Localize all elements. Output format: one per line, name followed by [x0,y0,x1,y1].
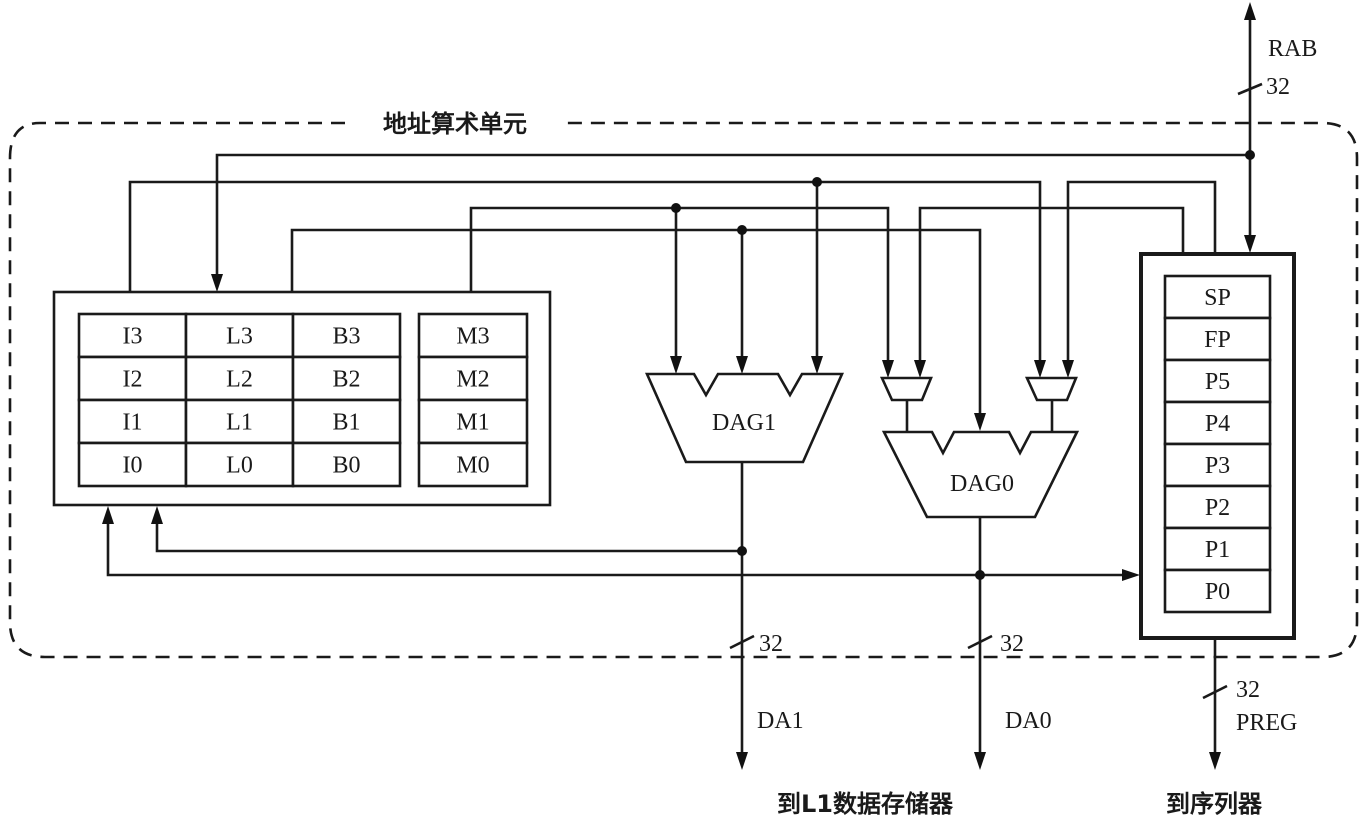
arrow-icon [914,360,926,378]
arrow-icon [670,356,682,374]
register-cell [417,355,529,402]
register-cell [417,398,529,445]
da0-label: DA0 [1005,708,1052,734]
register-name: I0 [123,453,143,479]
junction-dot [975,570,985,580]
wire-dag1-feedback [155,515,742,553]
register-name: B3 [332,324,360,350]
register-name: SP [1204,285,1231,311]
register-cell [77,441,188,488]
rab-up-arrow-icon [1244,2,1256,20]
preg-label: PREG [1236,710,1297,736]
register-cell [291,441,402,488]
arrow-icon [1062,360,1074,378]
register-cell [184,398,295,445]
arrow-icon [974,413,986,431]
wire-preg-to-mux-right [1066,180,1217,370]
junction-dot [1245,150,1255,160]
dag0-adder [881,430,1080,519]
register-cell [417,312,529,359]
dag1-label: DAG1 [712,410,776,436]
register-name: B2 [332,367,360,393]
arrow-icon [1034,360,1046,378]
register-cell [417,441,529,488]
arrow-into-preg-icon [1122,569,1140,581]
register-name: L1 [226,410,253,436]
wire-dag0-feedback [106,515,1130,577]
mux-right [1024,376,1078,402]
da1-width: 32 [759,631,783,657]
junction-dot [737,546,747,556]
register-name: P4 [1205,411,1230,437]
rab-down-arrow-icon [1244,235,1256,253]
register-name: L2 [226,367,253,393]
register-name: P1 [1205,537,1230,563]
register-cell [1163,526,1272,572]
register-cell [1163,274,1272,320]
register-cell [77,355,188,402]
dag1-adder [645,372,844,464]
register-cell [184,441,295,488]
register-name: M3 [456,324,489,350]
junction-dot [671,203,681,213]
register-cell [291,355,402,402]
rab-width: 32 [1266,74,1290,100]
register-name: B1 [332,410,360,436]
arrow-into-ilb-icon [211,274,223,292]
arrow-icon [102,506,114,524]
preg-width: 32 [1236,677,1260,703]
register-name: FP [1204,327,1231,353]
register-cell [291,312,402,359]
dag0-label: DAG0 [950,471,1014,497]
register-cell [1163,484,1272,530]
register-name: P5 [1205,369,1230,395]
arrow-icon [811,356,823,374]
register-name: P0 [1205,579,1230,605]
da1-width-slash [729,634,755,650]
register-cell [1163,568,1272,614]
rab-width-slash [1237,82,1263,96]
unit-title: 地址算术单元 [383,110,527,138]
unit-boundary [8,121,1359,659]
arrow-icon [882,360,894,378]
register-name: M0 [456,453,489,479]
register-name: P2 [1205,495,1230,521]
wire-rab-to-ilb [215,153,1250,282]
register-name: B0 [332,453,360,479]
preg-down-arrow-icon [1209,752,1221,770]
register-name: I3 [123,324,143,350]
wire-lb-out [290,228,982,422]
register-name: M2 [456,367,489,393]
sequencer-destination-label: 到序列器 [1166,790,1263,818]
da0-width-slash [967,634,993,650]
l1-destination-label: 到L1数据存储器 [777,790,954,818]
da1-label: DA1 [757,708,804,734]
register-name: P3 [1205,453,1230,479]
arrow-icon [151,506,163,524]
preg-width-slash [1202,684,1228,700]
da0-down-arrow-icon [974,752,986,770]
da1-down-arrow-icon [736,752,748,770]
register-name: M1 [456,410,489,436]
wire-preg-to-mux-left [918,206,1185,370]
junction-dot [812,177,822,187]
register-cell [1163,400,1272,446]
da0-width: 32 [1000,631,1024,657]
register-name: I2 [123,367,143,393]
junction-dot [737,225,747,235]
wire-i-out [128,180,1042,370]
register-name: L3 [226,324,253,350]
register-name: L0 [226,453,253,479]
arrow-icon [736,356,748,374]
mux-left [879,376,933,402]
register-name: I1 [123,410,143,436]
rab-label: RAB [1268,36,1317,62]
